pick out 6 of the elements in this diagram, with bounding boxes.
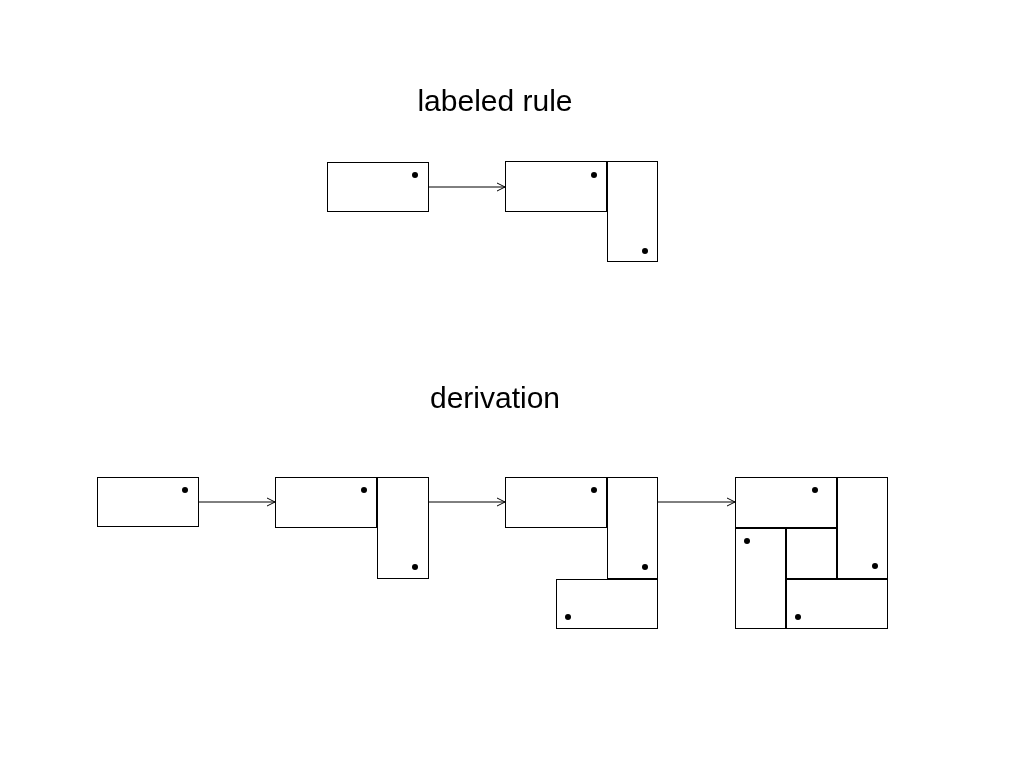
arrow [198,497,276,507]
section-heading: labeled rule [417,84,573,118]
arrow [657,497,736,507]
section-heading: derivation [429,381,561,415]
arrow [428,497,506,507]
arrow [428,182,506,192]
